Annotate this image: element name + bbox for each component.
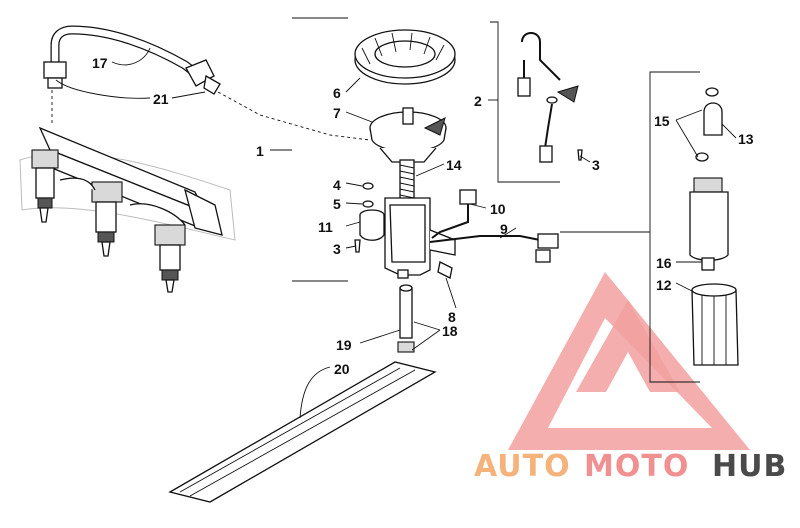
watermark-triangle-inner bbox=[576, 300, 680, 392]
callout-17: 17 bbox=[92, 55, 108, 71]
callout-21: 21 bbox=[153, 91, 169, 107]
inset-wiring bbox=[490, 21, 583, 183]
pump-housing bbox=[384, 197, 456, 279]
o-ring-4 bbox=[362, 182, 374, 190]
callout-15: 15 bbox=[654, 113, 670, 129]
clip-13 bbox=[703, 102, 723, 136]
pump-flange bbox=[369, 107, 447, 163]
inset-pump bbox=[560, 71, 739, 383]
fuel-injector-1 bbox=[31, 149, 59, 223]
washer-5 bbox=[362, 200, 374, 208]
fuel-pump-16 bbox=[689, 177, 729, 271]
callout-2: 2 bbox=[474, 93, 482, 109]
callout-14: 14 bbox=[446, 157, 462, 173]
screw-3a bbox=[354, 239, 361, 253]
fuel-rail-assembly bbox=[19, 126, 236, 293]
callout-4: 4 bbox=[333, 177, 341, 193]
leader-lines bbox=[55, 47, 737, 419]
callout-7: 7 bbox=[333, 105, 341, 121]
callout-3-right: 3 bbox=[592, 157, 600, 173]
callout-1: 1 bbox=[256, 143, 264, 159]
callout-19: 19 bbox=[336, 337, 352, 353]
callout-13: 13 bbox=[738, 131, 754, 147]
filter-sock bbox=[168, 361, 437, 503]
callout-18: 18 bbox=[442, 323, 458, 339]
watermark-logo: AUTO MOTO HUB bbox=[474, 272, 787, 484]
watermark-word-hub: HUB bbox=[712, 449, 787, 484]
callout-5: 5 bbox=[333, 196, 341, 212]
pump-strainer-12 bbox=[691, 283, 739, 366]
lock-ring bbox=[354, 29, 456, 85]
watermark-word-moto: MOTO bbox=[584, 449, 689, 484]
callout-16: 16 bbox=[656, 255, 672, 271]
callout-labels: 17 21 1 6 7 4 5 11 3 14 10 9 8 19 18 20 … bbox=[92, 55, 754, 377]
ground-terminal-8 bbox=[437, 261, 453, 279]
callout-11: 11 bbox=[318, 219, 333, 235]
pump-spring bbox=[399, 159, 415, 201]
fuel-hose bbox=[43, 25, 221, 95]
fuel-injector-2 bbox=[91, 181, 123, 257]
pickup-tube bbox=[397, 284, 415, 375]
seal-15 bbox=[695, 152, 709, 162]
callout-3-left: 3 bbox=[333, 241, 341, 257]
watermark-word-auto: AUTO bbox=[474, 449, 571, 484]
retainer-13 bbox=[705, 87, 719, 97]
fuel-injector-3 bbox=[154, 224, 186, 293]
screw-3b bbox=[577, 149, 583, 161]
fuel-gauge-sender bbox=[359, 209, 385, 241]
callout-12: 12 bbox=[656, 277, 672, 293]
callout-10: 10 bbox=[490, 201, 506, 217]
callout-8: 8 bbox=[448, 309, 456, 325]
callout-20: 20 bbox=[334, 361, 350, 377]
callout-9: 9 bbox=[500, 221, 508, 237]
callout-6: 6 bbox=[333, 85, 341, 101]
wiring-harness-9 bbox=[429, 233, 559, 263]
wiring-connector-10 bbox=[431, 189, 477, 239]
